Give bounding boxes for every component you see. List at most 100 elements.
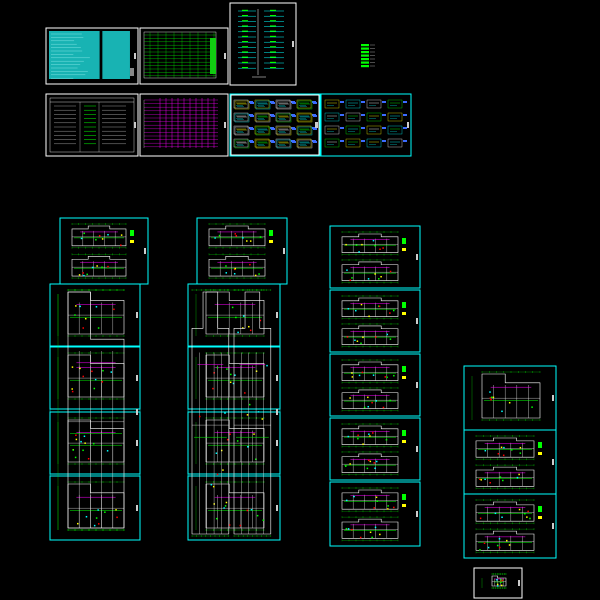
fixture — [524, 512, 526, 515]
sheet-frame — [229, 93, 321, 157]
title-stamp — [552, 523, 554, 529]
fixture — [115, 509, 117, 511]
fixture — [120, 234, 123, 236]
detail-tag — [313, 115, 317, 117]
detail-box — [387, 99, 403, 109]
detail-box — [255, 139, 271, 149]
note-mark — [269, 230, 273, 236]
fixture — [242, 237, 244, 239]
detail-box — [345, 138, 361, 148]
fixture — [214, 237, 216, 239]
fixture — [380, 275, 382, 278]
fixture — [256, 514, 259, 517]
fixture — [248, 403, 251, 406]
fixture — [510, 449, 513, 451]
detail-box — [276, 100, 292, 110]
floor-outline — [341, 453, 399, 473]
title-stamp — [315, 122, 317, 128]
fixture — [345, 527, 348, 530]
legend-swatch — [361, 58, 369, 61]
fixture — [223, 507, 225, 509]
sheet-plan-pair — [463, 493, 557, 559]
riser-tag — [270, 56, 276, 58]
fixture — [224, 412, 226, 414]
detail-box — [297, 139, 313, 149]
detail-tag — [340, 101, 344, 103]
fixture — [489, 391, 491, 393]
sheet-frame — [329, 289, 421, 353]
title-block — [130, 68, 134, 76]
detail-box — [254, 112, 270, 122]
fixture — [494, 512, 497, 515]
fixture — [226, 368, 228, 370]
fixture — [91, 266, 94, 269]
detail-tag — [403, 101, 407, 103]
fixture — [346, 336, 349, 338]
note-mark — [402, 440, 406, 443]
floor-outline — [475, 530, 535, 551]
fixture — [212, 387, 214, 390]
fixture — [71, 366, 74, 368]
fixture — [254, 274, 257, 277]
note-mark — [402, 248, 406, 251]
detail-box — [296, 125, 312, 135]
fixture — [235, 316, 237, 319]
detail-tag — [382, 101, 386, 103]
detail-box — [254, 99, 270, 109]
sheet-plan-L — [473, 567, 523, 599]
sheet-frame — [45, 93, 139, 157]
fixture — [361, 371, 364, 374]
sheet-plan-pair — [329, 481, 421, 547]
fixture — [518, 508, 521, 511]
floor-outline — [341, 361, 399, 381]
fixture — [95, 517, 98, 519]
fixture — [237, 331, 239, 334]
fixture — [367, 396, 369, 399]
fixture — [480, 479, 483, 481]
riser-tag — [270, 15, 276, 17]
fixture — [229, 433, 231, 435]
floor-outline — [341, 325, 399, 345]
detail-box — [387, 138, 403, 148]
riser-tag — [270, 20, 276, 22]
fixture — [85, 515, 88, 518]
detail-box — [296, 138, 312, 148]
fixture — [242, 327, 244, 329]
fixture — [249, 263, 251, 266]
fixture — [369, 531, 372, 534]
fixture — [393, 374, 395, 377]
riser-tag — [270, 9, 276, 11]
floor-outline — [475, 437, 535, 458]
legend-swatch — [361, 44, 369, 47]
fixture — [212, 485, 215, 488]
floor-outline — [341, 297, 399, 317]
fixture — [374, 273, 376, 275]
riser-tag — [270, 67, 276, 69]
detail-box — [234, 139, 250, 149]
floor-outline — [475, 501, 535, 522]
fixture — [526, 516, 528, 518]
fixture — [519, 446, 522, 449]
fixture — [499, 476, 502, 478]
title-stamp — [136, 375, 138, 381]
sheet-table-white — [45, 93, 139, 157]
fixture — [82, 449, 84, 452]
fixture — [258, 273, 260, 275]
fixture — [369, 460, 372, 463]
fixture — [82, 272, 84, 274]
fixture — [377, 305, 380, 307]
detail-box — [233, 99, 249, 109]
fixture — [101, 238, 104, 240]
sheet-plan-pair — [196, 217, 288, 285]
fixture — [225, 272, 228, 274]
detail-tag — [403, 127, 407, 129]
detail-tag — [340, 140, 344, 142]
fixture — [508, 401, 511, 404]
fixture — [79, 367, 81, 370]
fixture — [95, 306, 98, 308]
fixture — [353, 495, 355, 498]
title-stamp — [144, 248, 146, 254]
note-mark — [538, 516, 542, 519]
